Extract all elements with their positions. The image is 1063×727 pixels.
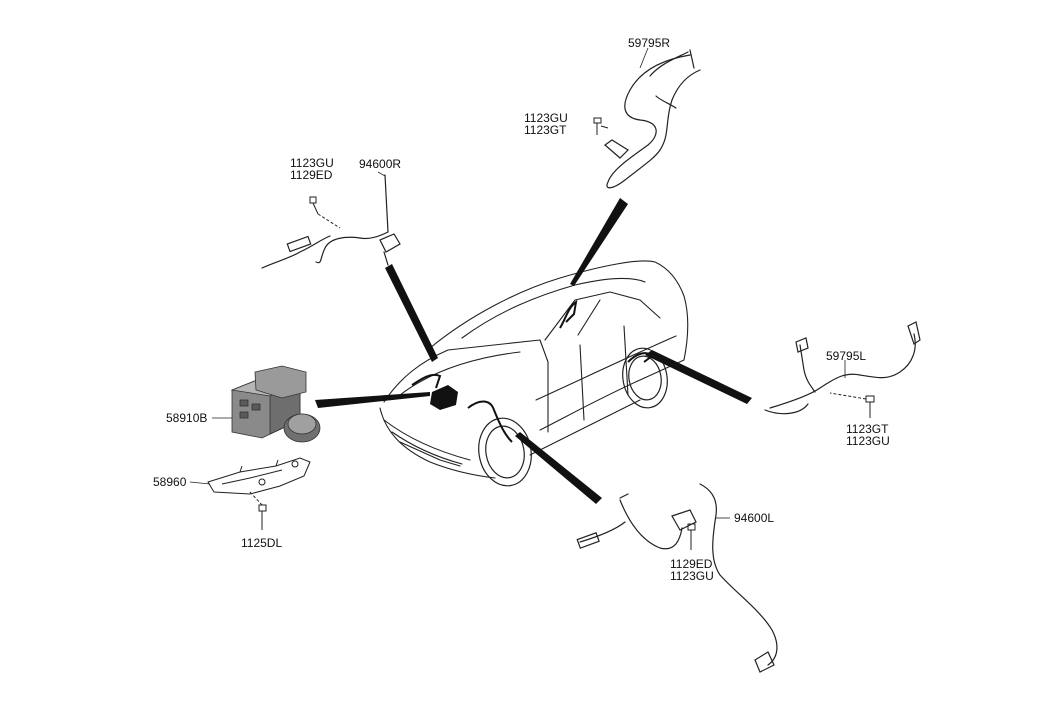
rear-wheel (622, 347, 668, 409)
part-label-58910B: 58910B (166, 411, 208, 425)
abs-hcu-58910B (230, 365, 321, 443)
part-label-1123GT-top: 1123GT (524, 123, 567, 137)
leader-59795R (639, 47, 649, 69)
sensor-harness-59795R (604, 49, 701, 189)
sensor-94600L (576, 483, 778, 673)
bolt-top (593, 117, 609, 135)
bolt-left (309, 196, 341, 229)
part-label-59795L: 59795L (826, 349, 867, 363)
bolt-bracket (249, 491, 267, 530)
part-label-1125DL: 1125DL (241, 536, 283, 550)
part-label-1123GT-right: 1123GT (846, 422, 889, 436)
part-label-1123GU-top: 1123GU (524, 111, 568, 125)
vehicle-wiring (411, 299, 654, 443)
part-label-94600R: 94600R (359, 157, 402, 171)
sensor-94600R (261, 174, 401, 269)
sensor-harness-59795L (764, 321, 921, 415)
part-label-1123GU-right: 1123GU (846, 434, 890, 448)
part-label-1129ED-left: 1129ED (290, 168, 333, 182)
part-label-59795R: 59795R (628, 36, 671, 50)
part-label-58960: 58960 (153, 475, 187, 489)
bolt-right (829, 392, 875, 418)
bracket-58960 (207, 457, 311, 495)
part-label-1123GU-bottom: 1123GU (670, 569, 714, 583)
part-label-1129ED-bottom: 1129ED (670, 557, 713, 571)
bolt-bottom (687, 523, 696, 550)
callout-wedges (315, 198, 752, 504)
vehicle-outline (379, 260, 689, 479)
front-wheel (478, 417, 532, 487)
leader-58960 (189, 481, 211, 485)
part-label-1123GU-left: 1123GU (290, 156, 334, 170)
leader-94600R (377, 171, 386, 177)
part-label-94600L: 94600L (734, 511, 775, 525)
abs-module-on-vehicle (430, 385, 458, 410)
